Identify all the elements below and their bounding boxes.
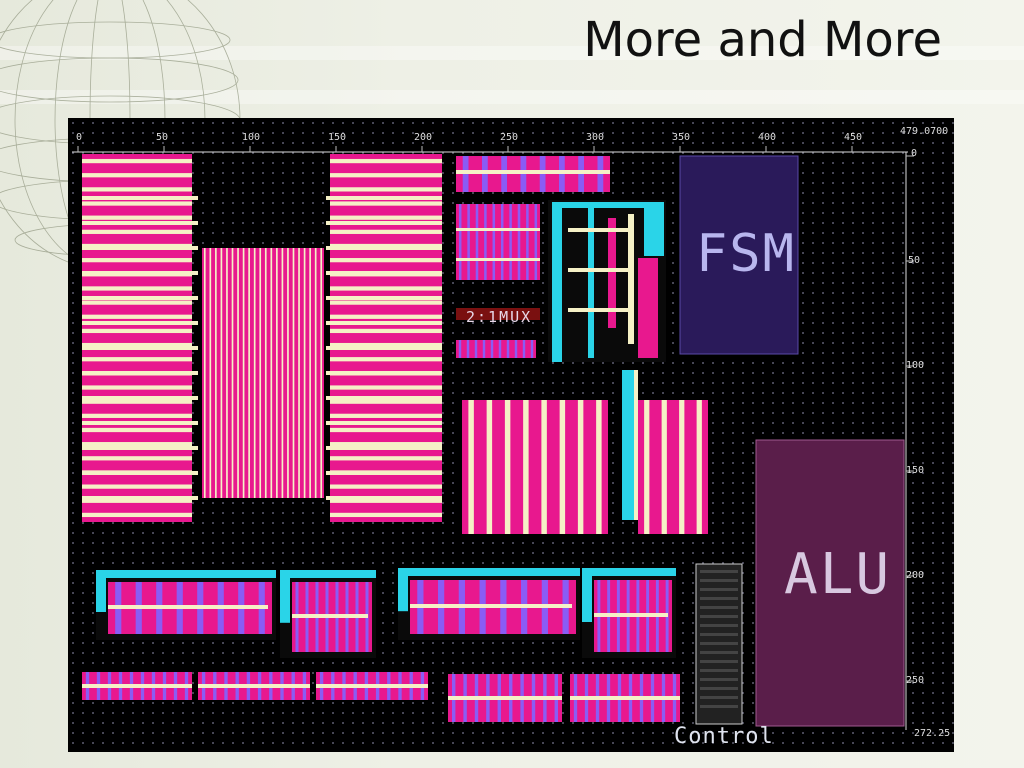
y-ruler-end-readout: 272.25 (914, 728, 951, 739)
layout-editor-canvas[interactable]: 0 50 100 150 200 250 300 350 400 450 479… (68, 118, 954, 752)
fsm-label: FSM (696, 224, 796, 284)
x-ruler-label: 50 (156, 132, 169, 143)
y-ruler-label: 200 (906, 570, 925, 581)
x-ruler-label: 150 (328, 132, 347, 143)
x-ruler-end-readout: 479.0700 (900, 126, 949, 137)
y-ruler-label: 150 (906, 465, 925, 476)
x-ruler-label: 0 (76, 132, 83, 143)
x-ruler-label: 100 (242, 132, 261, 143)
x-ruler-label: 400 (758, 132, 777, 143)
background-band (0, 46, 1024, 60)
y-ruler-label: 250 (906, 675, 925, 686)
mux-label: 2:1MUX (466, 308, 533, 326)
y-ruler-label: 0 (911, 148, 918, 159)
x-ruler-label: 250 (500, 132, 519, 143)
x-ruler-label: 450 (844, 132, 863, 143)
control-label: Control (674, 724, 774, 749)
slide-title: More and More (583, 12, 942, 68)
x-ruler-label: 300 (586, 132, 605, 143)
y-ruler-label: 50 (908, 255, 921, 266)
layout-cells (82, 154, 905, 727)
ruler-lines (72, 146, 914, 730)
alu-label: ALU (784, 542, 892, 607)
y-ruler-label: 100 (906, 360, 925, 371)
x-ruler-label: 350 (672, 132, 691, 143)
background-band (0, 90, 1024, 104)
x-ruler-label: 200 (414, 132, 433, 143)
